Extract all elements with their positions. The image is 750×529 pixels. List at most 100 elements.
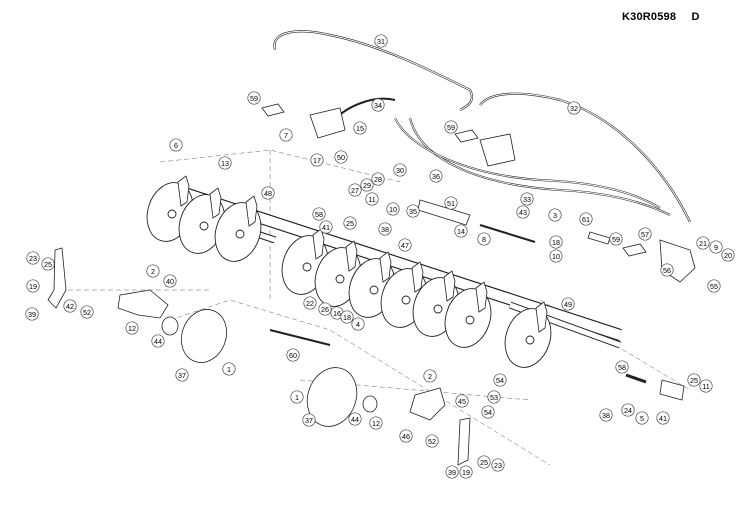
callout-37: 37: [302, 413, 316, 427]
callout-52: 52: [425, 434, 439, 448]
callout-20: 20: [721, 248, 735, 262]
callout-bubble: [721, 248, 735, 262]
callout-23: 23: [26, 251, 40, 265]
callout-23: 23: [491, 458, 505, 472]
callout-19: 19: [26, 279, 40, 293]
shank: [345, 240, 358, 272]
shank: [475, 281, 488, 313]
callout-bubble: [369, 416, 383, 430]
callout-number: 15: [356, 124, 364, 133]
disc-hub: [465, 315, 475, 325]
callout-number: 60: [289, 351, 297, 360]
valve-assembly-left: [309, 107, 346, 139]
callout-number: 23: [29, 254, 37, 263]
rod-43: [479, 224, 536, 243]
callout-2: 2: [146, 264, 160, 278]
callout-bubble: [151, 334, 165, 348]
callout-4: 4: [351, 317, 365, 331]
callout-number: 26: [321, 305, 329, 314]
drawing-revision: D: [691, 11, 700, 23]
callout-bubble: [707, 279, 721, 293]
callout-number: 10: [552, 252, 560, 261]
callout-number: 11: [368, 195, 375, 204]
disc-hub: [369, 285, 379, 295]
callout-bubble: [175, 368, 189, 382]
callout-42: 42: [63, 299, 77, 313]
callout-32: 32: [567, 101, 581, 115]
callout-number: 4: [356, 320, 360, 329]
callout-60: 60: [286, 348, 300, 362]
bracket-right: [409, 387, 446, 421]
callout-31: 31: [374, 34, 388, 48]
callout-bubble: [25, 307, 39, 321]
drawing-header: K30R0598 D: [622, 11, 700, 23]
callout-bubble: [687, 373, 701, 387]
callout-1: 1: [222, 362, 236, 376]
callout-number: 59: [447, 123, 455, 132]
callout-bubble: [218, 156, 232, 170]
callout-number: 54: [496, 376, 504, 385]
callout-bubble: [548, 208, 562, 222]
callout-9: 9: [709, 240, 723, 254]
callout-bubble: [378, 222, 392, 236]
callout-bubble: [696, 236, 710, 250]
callout-22: 22: [303, 296, 317, 310]
disc-hub: [335, 274, 345, 284]
callout-bubble: [660, 263, 674, 277]
callout-number: 25: [690, 376, 698, 385]
callout-bubble: [386, 202, 400, 216]
callout-number: 13: [221, 159, 229, 168]
callout-bubble: [709, 240, 723, 254]
callout-number: 51: [447, 199, 455, 208]
callout-bubble: [444, 120, 458, 134]
callout-number: 29: [363, 181, 371, 190]
callout-number: 33: [523, 195, 531, 204]
callout-number: 3: [553, 211, 557, 220]
callout-number: 24: [624, 406, 632, 415]
callout-number: 27: [351, 186, 359, 195]
callout-number: 39: [28, 310, 36, 319]
callout-10: 10: [386, 202, 400, 216]
callout-bubble: [319, 220, 333, 234]
callout-bubble: [286, 348, 300, 362]
valve-assembly-right: [479, 133, 516, 167]
callout-number: 36: [432, 172, 440, 181]
callout-11: 11: [365, 192, 379, 206]
callout-bubble: [638, 227, 652, 241]
callout-number: 25: [480, 458, 488, 467]
callout-number: 35: [409, 207, 417, 216]
callout-bubble: [222, 362, 236, 376]
callout-number: 48: [264, 189, 272, 198]
callout-46: 46: [399, 429, 413, 443]
callout-bubble: [374, 34, 388, 48]
callout-number: 38: [381, 225, 389, 234]
callout-8: 8: [477, 232, 491, 246]
callout-bubble: [444, 196, 458, 210]
callout-17: 17: [310, 153, 324, 167]
callout-bubble: [371, 98, 385, 112]
callout-bubble: [310, 153, 324, 167]
pin-58-lower: [625, 373, 647, 384]
callout-bubble: [429, 169, 443, 183]
callout-number: 58: [315, 210, 323, 219]
callout-bubble: [621, 403, 635, 417]
callout-bubble: [493, 373, 507, 387]
callout-14: 14: [454, 224, 468, 238]
callout-26: 26: [318, 302, 332, 316]
callout-43: 43: [516, 205, 530, 219]
disc-hub: [302, 262, 312, 272]
callout-25: 25: [687, 373, 701, 387]
disc-hub: [199, 221, 209, 231]
callout-1: 1: [290, 390, 304, 404]
shank: [379, 251, 392, 283]
callout-bubble: [516, 205, 530, 219]
callout-number: 14: [457, 227, 465, 236]
callout-number: 59: [612, 235, 620, 244]
callout-number: 16: [333, 309, 341, 318]
callout-bubble: [146, 264, 160, 278]
callout-number: 25: [346, 219, 354, 228]
callout-number: 28: [374, 175, 382, 184]
loose-disc-left: [180, 309, 228, 363]
callout-number: 22: [306, 299, 314, 308]
callout-number: 53: [490, 393, 498, 402]
